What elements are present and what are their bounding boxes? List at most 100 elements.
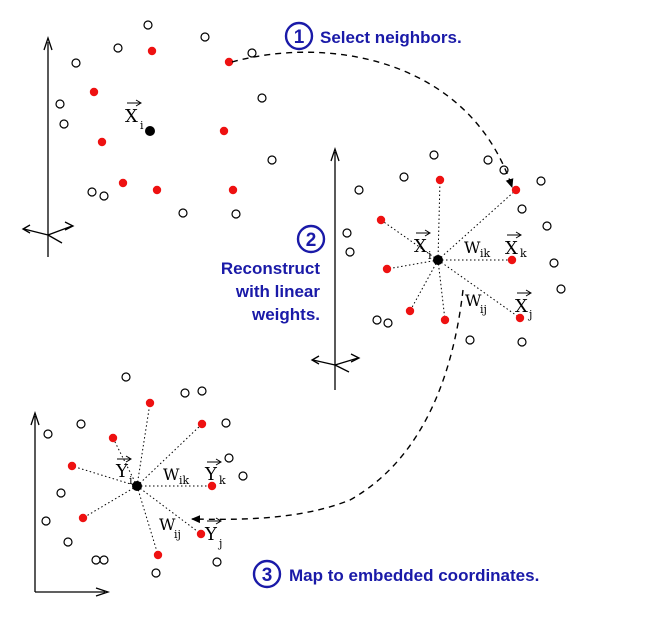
step-number: 1 [294, 27, 305, 48]
data-point [113, 43, 123, 53]
vector-subscript: i [129, 474, 133, 487]
neighbor-k-point [507, 255, 517, 265]
vector-y-label: Y [204, 464, 218, 485]
data-point [43, 429, 53, 439]
neighbor-point [118, 178, 128, 188]
data-point [224, 453, 234, 463]
panel-2-points [342, 150, 566, 347]
vector-subscript: k [219, 474, 226, 487]
vector-x-label: X [505, 238, 518, 259]
step-3-heading: 3 Map to embedded coordinates. [252, 559, 539, 589]
neighbor-point [376, 215, 386, 225]
neighbor-point [435, 175, 445, 185]
data-point [429, 150, 439, 160]
step-label-line-2: with linear [235, 282, 320, 301]
panel-2-weight-lines [380, 179, 521, 321]
panel-3-neighbor-j-label: Y j [204, 517, 222, 550]
data-point [354, 185, 364, 195]
step-number-circle [252, 559, 282, 589]
neighbor-point [153, 550, 163, 560]
step-number-circle [284, 21, 314, 51]
center-point [132, 481, 142, 491]
neighbor-point [152, 185, 162, 195]
panel-3-weight-ik-label: W ik [163, 465, 190, 487]
neighbor-point [78, 513, 88, 523]
neighbor-point [197, 419, 207, 429]
panel-1-points [55, 20, 277, 219]
weight-label: W [159, 515, 176, 534]
data-point [87, 187, 97, 197]
neighbor-point [108, 433, 118, 443]
data-point [143, 20, 153, 30]
data-point [56, 488, 66, 498]
data-point [517, 204, 527, 214]
data-point [465, 335, 475, 345]
panel-3-neighbor-k-label: Y k [204, 458, 226, 487]
neighbor-point [224, 57, 234, 67]
data-point [556, 284, 566, 294]
vector-subscript: i [428, 249, 432, 262]
panel-2-neighborhood: X i X k X j W ik W ij [310, 146, 566, 390]
vector-subscript: j [527, 308, 532, 321]
panel-3-embedded-space: Y i Y k Y j W ik W ij [30, 372, 248, 597]
data-point [121, 372, 131, 382]
data-point [345, 247, 355, 257]
step-label: Map to embedded coordinates. [289, 566, 539, 585]
transition-arrow-1 [231, 51, 514, 188]
data-point [178, 208, 188, 218]
center-point [145, 126, 155, 136]
center-point [433, 255, 443, 265]
data-point [549, 258, 559, 268]
panel-3-weight-lines [71, 402, 212, 556]
neighbor-j-point [196, 529, 206, 539]
panel-3-axes [30, 410, 111, 597]
panel-3-weight-ij-label: W ij [159, 515, 181, 541]
panel-2-axes [310, 146, 361, 390]
neighbor-point [97, 137, 107, 147]
step-label-line-1: Reconstruct [221, 259, 321, 278]
data-point [99, 555, 109, 565]
data-point [212, 557, 222, 567]
weight-subscript: ik [179, 474, 190, 487]
panel-2-neighbor-j-label: X j [515, 289, 532, 321]
data-point [238, 471, 248, 481]
step-number-circle [296, 224, 326, 254]
neighbor-point [219, 126, 229, 136]
data-point [221, 418, 231, 428]
data-point [483, 155, 493, 165]
data-point [267, 155, 277, 165]
transition-arrow-2 [191, 289, 464, 524]
neighbor-point [511, 185, 521, 195]
step-label: Select neighbors. [320, 28, 462, 47]
data-point [91, 555, 101, 565]
panel-1-high-dim-space: X i [21, 20, 277, 257]
neighbor-point [440, 315, 450, 325]
data-point [542, 221, 552, 231]
vector-x-label: X [414, 236, 427, 257]
data-point [197, 386, 207, 396]
data-point [231, 209, 241, 219]
data-point [151, 568, 161, 578]
vector-x-label: X [515, 296, 528, 317]
weight-subscript: ij [480, 303, 487, 316]
data-point [383, 318, 393, 328]
step-2-heading: 2 Reconstruct with linear weights. [221, 224, 326, 324]
panel-2-neighbor-k-label: X k [505, 231, 527, 260]
panel-3-center-label: Y i [115, 455, 133, 487]
weight-label: W [464, 238, 481, 257]
panel-2-weight-ik-label: W ik [464, 238, 491, 260]
neighbor-k-point [207, 481, 217, 491]
panel-3-points [41, 372, 248, 578]
neighbor-point [89, 87, 99, 97]
data-point [247, 48, 257, 58]
data-point [536, 176, 546, 186]
data-point [517, 337, 527, 347]
weight-label: W [465, 291, 482, 310]
step-number: 2 [306, 230, 317, 251]
neighbor-point [67, 461, 77, 471]
panel-1-center-label: X i [125, 99, 144, 132]
weight-subscript: ik [480, 247, 491, 260]
vector-subscript: i [140, 119, 144, 132]
data-point [342, 228, 352, 238]
